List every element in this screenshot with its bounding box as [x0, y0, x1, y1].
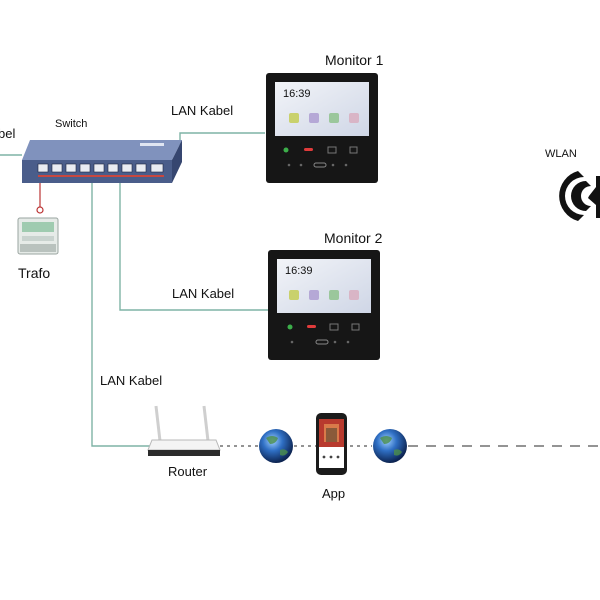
monitor2-device	[268, 250, 380, 360]
monitor1-clock: 16:39	[283, 88, 311, 100]
router-label: Router	[168, 464, 208, 479]
cable-switch-monitor1	[172, 132, 265, 161]
router-device	[147, 405, 221, 456]
trafo-device	[17, 206, 59, 255]
switch-device	[22, 140, 182, 183]
lan-label-partial: bel	[0, 126, 16, 141]
lan-label-monitor2: LAN Kabel	[172, 286, 235, 301]
smartphone-device	[316, 413, 347, 475]
monitor1-label: Monitor 1	[325, 52, 384, 68]
globe-left-icon	[259, 429, 293, 463]
trafo-label: Trafo	[18, 265, 51, 281]
wlan-label: WLAN	[545, 148, 577, 160]
cable-switch-monitor2	[119, 183, 268, 311]
monitor1-device	[266, 73, 378, 183]
wifi-icon	[559, 171, 600, 221]
lan-label-monitor1: LAN Kabel	[171, 103, 234, 118]
globe-right-icon	[373, 429, 407, 463]
lan-label-router: LAN Kabel	[100, 373, 163, 388]
monitor2-label: Monitor 2	[324, 230, 383, 246]
switch-label: Switch	[55, 118, 88, 130]
cable-switch-router	[91, 183, 150, 447]
app-label: App	[322, 486, 346, 501]
monitor2-clock: 16:39	[285, 265, 313, 277]
